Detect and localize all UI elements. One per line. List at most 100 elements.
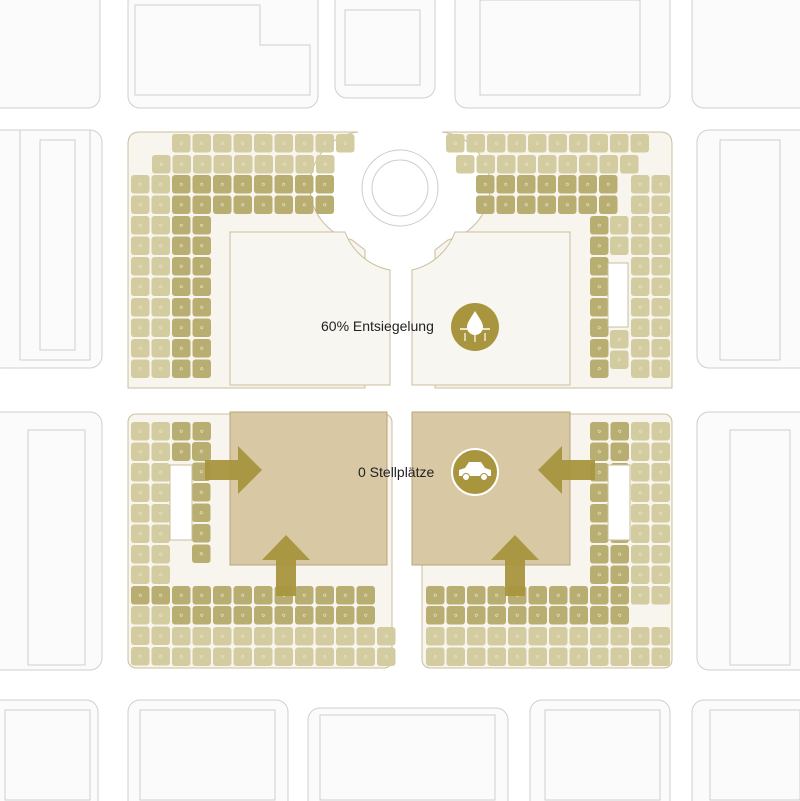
arrow-up-icon	[262, 535, 310, 596]
paving-tile	[213, 647, 232, 666]
paving-tile	[599, 175, 618, 194]
paving-tile	[151, 524, 170, 543]
paving-tile	[356, 647, 375, 666]
paving-tile	[589, 134, 608, 153]
paving-tile	[446, 627, 465, 646]
paving-tile	[315, 134, 334, 153]
paving-tile	[610, 565, 629, 584]
paving-tile	[590, 442, 609, 461]
paving-tile	[651, 483, 670, 502]
paving-tile	[274, 134, 293, 153]
paving-tile	[651, 647, 670, 666]
parking-area-left	[229, 411, 388, 566]
paving-tile	[193, 155, 212, 174]
paving-tile	[131, 626, 150, 645]
paving-tile	[487, 606, 506, 625]
plaza-top-right	[411, 231, 571, 386]
paving-tile	[590, 483, 609, 502]
paving-tile	[295, 195, 314, 214]
paving-tile	[631, 359, 650, 378]
paving-tile	[274, 175, 293, 194]
paving-tile	[192, 586, 211, 605]
paving-tile	[528, 606, 547, 625]
paving-tile	[651, 298, 670, 317]
paving-tile	[610, 236, 629, 255]
paving-tile	[151, 298, 170, 317]
paving-tile	[172, 277, 191, 296]
paving-tile	[631, 216, 650, 235]
paving-tile	[295, 155, 314, 174]
paving-tile	[426, 606, 445, 625]
paving-tile	[151, 463, 170, 482]
arrow-up-icon	[491, 535, 539, 596]
paving-tile	[172, 134, 191, 153]
paving-tile	[336, 627, 355, 646]
paving-tile	[590, 339, 609, 358]
paving-tile	[192, 544, 211, 563]
paving-tile	[295, 647, 314, 666]
paving-tile	[508, 606, 527, 625]
paving-tile	[275, 155, 294, 174]
paving-tile	[426, 627, 445, 646]
paving-tile	[631, 318, 650, 337]
paving-tile	[254, 134, 273, 153]
paving-tile	[131, 647, 150, 666]
paving-tile	[151, 565, 170, 584]
paving-tile	[517, 195, 536, 214]
paving-tile	[590, 627, 609, 646]
paving-tile	[131, 606, 150, 625]
paving-tile	[631, 586, 650, 605]
paving-tile	[651, 442, 670, 461]
paving-tile	[315, 175, 334, 194]
paving-tile	[192, 359, 211, 378]
paving-tile	[172, 647, 191, 666]
paving-tile	[315, 647, 334, 666]
paving-tile	[131, 175, 150, 194]
paving-tile	[172, 195, 191, 214]
paving-tile	[537, 195, 556, 214]
paving-tile	[528, 586, 547, 605]
paving-tile	[590, 545, 609, 564]
paving-tile	[172, 298, 191, 317]
paving-tile	[356, 606, 375, 625]
paving-tile	[192, 606, 211, 625]
paving-tile	[131, 257, 150, 276]
paving-tile	[620, 155, 639, 174]
paving-tile	[131, 483, 150, 502]
arrow-left-icon	[538, 446, 595, 494]
paving-tile	[131, 298, 150, 317]
access-arrows	[205, 446, 595, 596]
paving-tile	[446, 606, 465, 625]
unsealing-label: 60% Entsiegelung	[321, 318, 434, 334]
paving-tile	[192, 524, 211, 543]
paving-tile	[151, 195, 170, 214]
paving-tile	[487, 627, 506, 646]
paving-tile	[630, 134, 649, 153]
paving-tile	[651, 216, 670, 235]
paving-tile	[651, 195, 670, 214]
paving-tile	[192, 318, 211, 337]
paving-tile	[610, 216, 629, 235]
paving-tile	[151, 606, 170, 625]
paving-tile	[599, 155, 618, 174]
paving-tile	[316, 155, 335, 174]
paving-tile	[578, 195, 597, 214]
paving-tile	[192, 503, 211, 522]
paving-tile	[651, 257, 670, 276]
paving-tile	[517, 155, 536, 174]
paving-tile	[426, 647, 445, 666]
paving-tile	[233, 627, 252, 646]
paving-tile	[590, 257, 609, 276]
paving-tile	[274, 647, 293, 666]
paving-tile	[172, 318, 191, 337]
paving-tile	[631, 195, 650, 214]
paving-tile	[497, 155, 516, 174]
paving-tile	[192, 627, 211, 646]
paving-tile	[151, 277, 170, 296]
paving-tile	[336, 606, 355, 625]
paving-tile	[254, 195, 273, 214]
paving-tile	[467, 627, 486, 646]
paving-tile	[631, 339, 650, 358]
paving-tile	[487, 586, 506, 605]
paving-tile	[466, 134, 485, 153]
